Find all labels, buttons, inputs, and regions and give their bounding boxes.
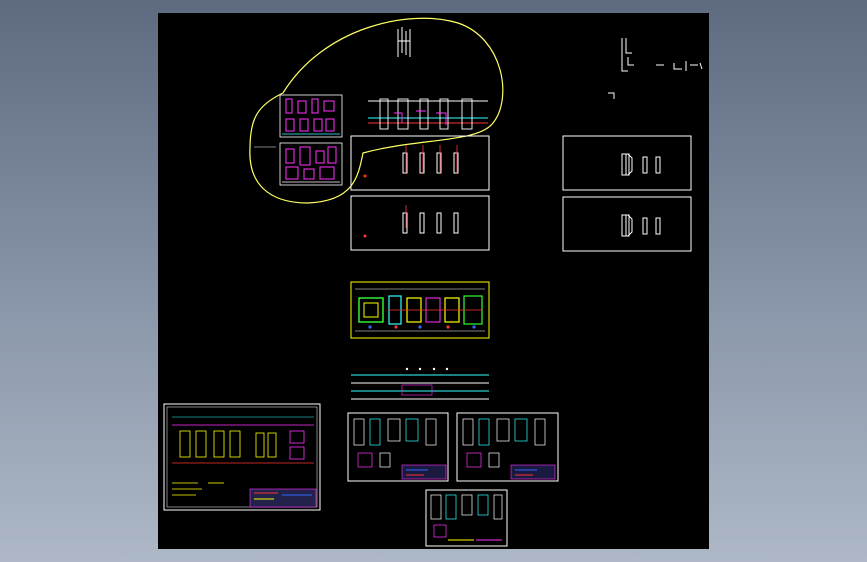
top-right-glyphs [608, 38, 703, 99]
highlight-loop [249, 17, 504, 204]
sheet-details-3[interactable] [425, 489, 508, 547]
sheet-elevation-top[interactable] [350, 135, 490, 191]
sheet-side-top[interactable] [562, 135, 692, 191]
sheet-thumb-2[interactable] [279, 142, 343, 186]
cad-viewport[interactable] [158, 13, 709, 549]
sheet-plan-colored[interactable] [350, 281, 490, 339]
drawing-canvas[interactable] [158, 13, 709, 549]
sheet-details-1[interactable] [347, 412, 449, 482]
plan-strip[interactable] [368, 98, 488, 130]
top-glyph-a [397, 27, 411, 57]
sheet-details-2[interactable] [456, 412, 559, 482]
sheet-side-bottom[interactable] [562, 196, 692, 252]
sheet-assembly-large[interactable] [163, 403, 321, 511]
sheet-thumb-1[interactable] [279, 94, 343, 138]
section-lines[interactable] [351, 367, 489, 400]
sheet-elevation-bottom[interactable] [350, 195, 490, 251]
